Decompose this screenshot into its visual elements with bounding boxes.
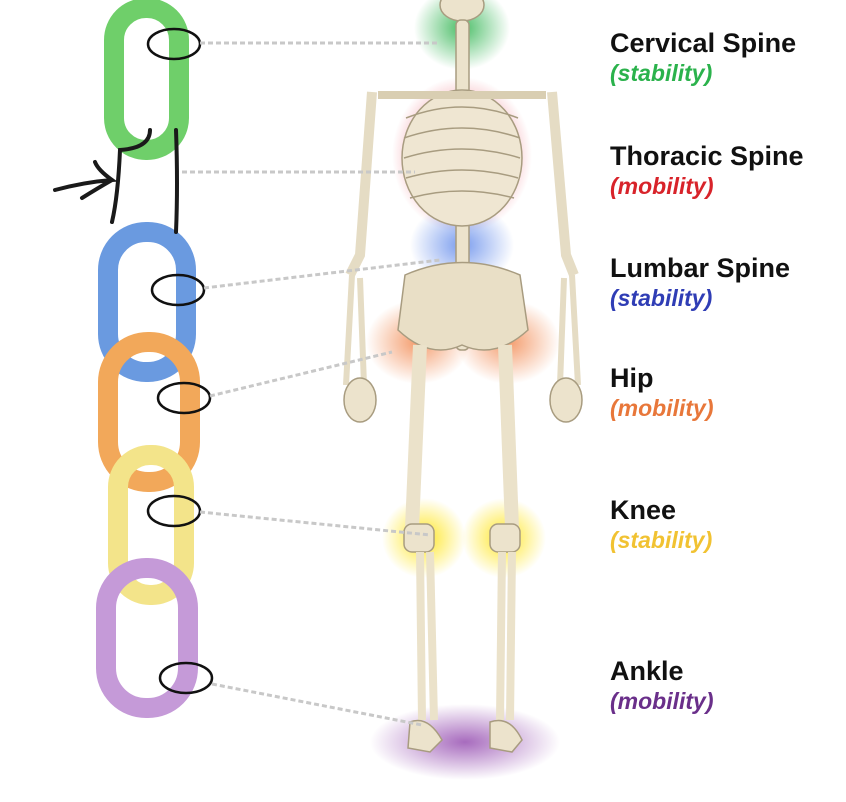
chain-link-blue: [98, 222, 196, 382]
label-hip: Hip (mobility): [610, 362, 714, 422]
label-knee: Knee (stability): [610, 494, 712, 554]
joint-name: Lumbar Spine: [610, 253, 791, 283]
joint-role: (stability): [610, 527, 713, 553]
joint-role: (mobility): [610, 395, 714, 421]
label-lumbar-spine: Lumbar Spine (stability): [610, 252, 790, 312]
joint-name: Cervical Spine: [610, 28, 797, 58]
joint-name: Ankle: [610, 656, 684, 686]
connector-lines: [182, 41, 441, 727]
label-thoracic-spine: Thoracic Spine (mobility): [610, 140, 804, 200]
joint-role: (stability): [610, 60, 713, 86]
chain-link-purple: [96, 558, 198, 718]
chain-link-icon: [53, 0, 214, 718]
joint-name: Knee: [610, 495, 677, 525]
broken-wire: [53, 128, 179, 234]
joint-role: (mobility): [610, 688, 714, 714]
label-cervical-spine: Cervical Spine (stability): [610, 27, 796, 87]
label-ankle: Ankle (mobility): [610, 655, 714, 715]
skeleton-icon: [343, 0, 583, 753]
ankle-glow: [370, 704, 560, 780]
chain-link-green: [104, 0, 189, 160]
joint-name: Hip: [610, 363, 654, 393]
joint-name: Thoracic Spine: [610, 141, 804, 171]
joint-role: (mobility): [610, 173, 714, 199]
joint-role: (stability): [610, 285, 713, 311]
